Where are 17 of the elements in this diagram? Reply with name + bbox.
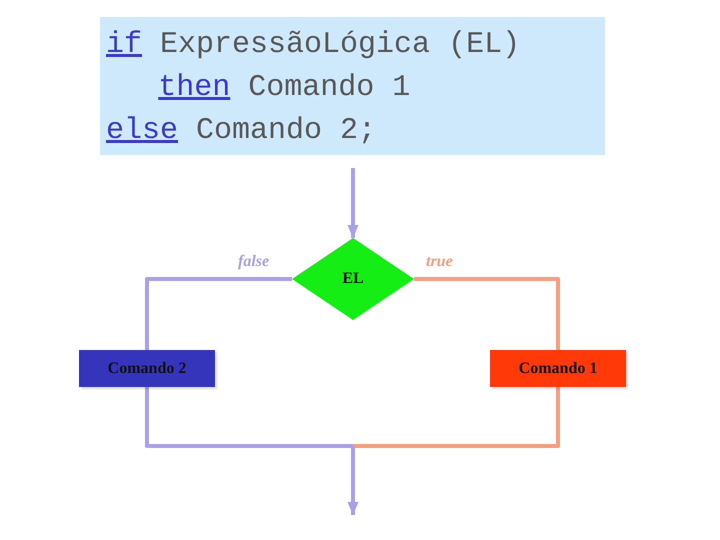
code-line: else Comando 2; — [106, 113, 376, 150]
arrow — [348, 446, 358, 515]
connector-line — [353, 387, 560, 448]
node-text: Comando 1 — [518, 360, 598, 378]
process-box — [490, 350, 626, 387]
process-box — [79, 350, 215, 387]
connector-line — [145, 277, 292, 350]
connector-line — [145, 387, 353, 448]
arrow — [348, 168, 358, 238]
edge-label: false — [236, 253, 272, 271]
code-line: then Comando 1 — [158, 70, 410, 107]
node-text: Comando 2 — [108, 360, 186, 378]
code-line: if ExpressãoLógica (EL) — [106, 27, 520, 64]
connector-line — [414, 277, 560, 350]
decision-diamond — [292, 238, 414, 320]
node-text: EL — [342, 270, 364, 288]
code-box — [100, 17, 605, 155]
